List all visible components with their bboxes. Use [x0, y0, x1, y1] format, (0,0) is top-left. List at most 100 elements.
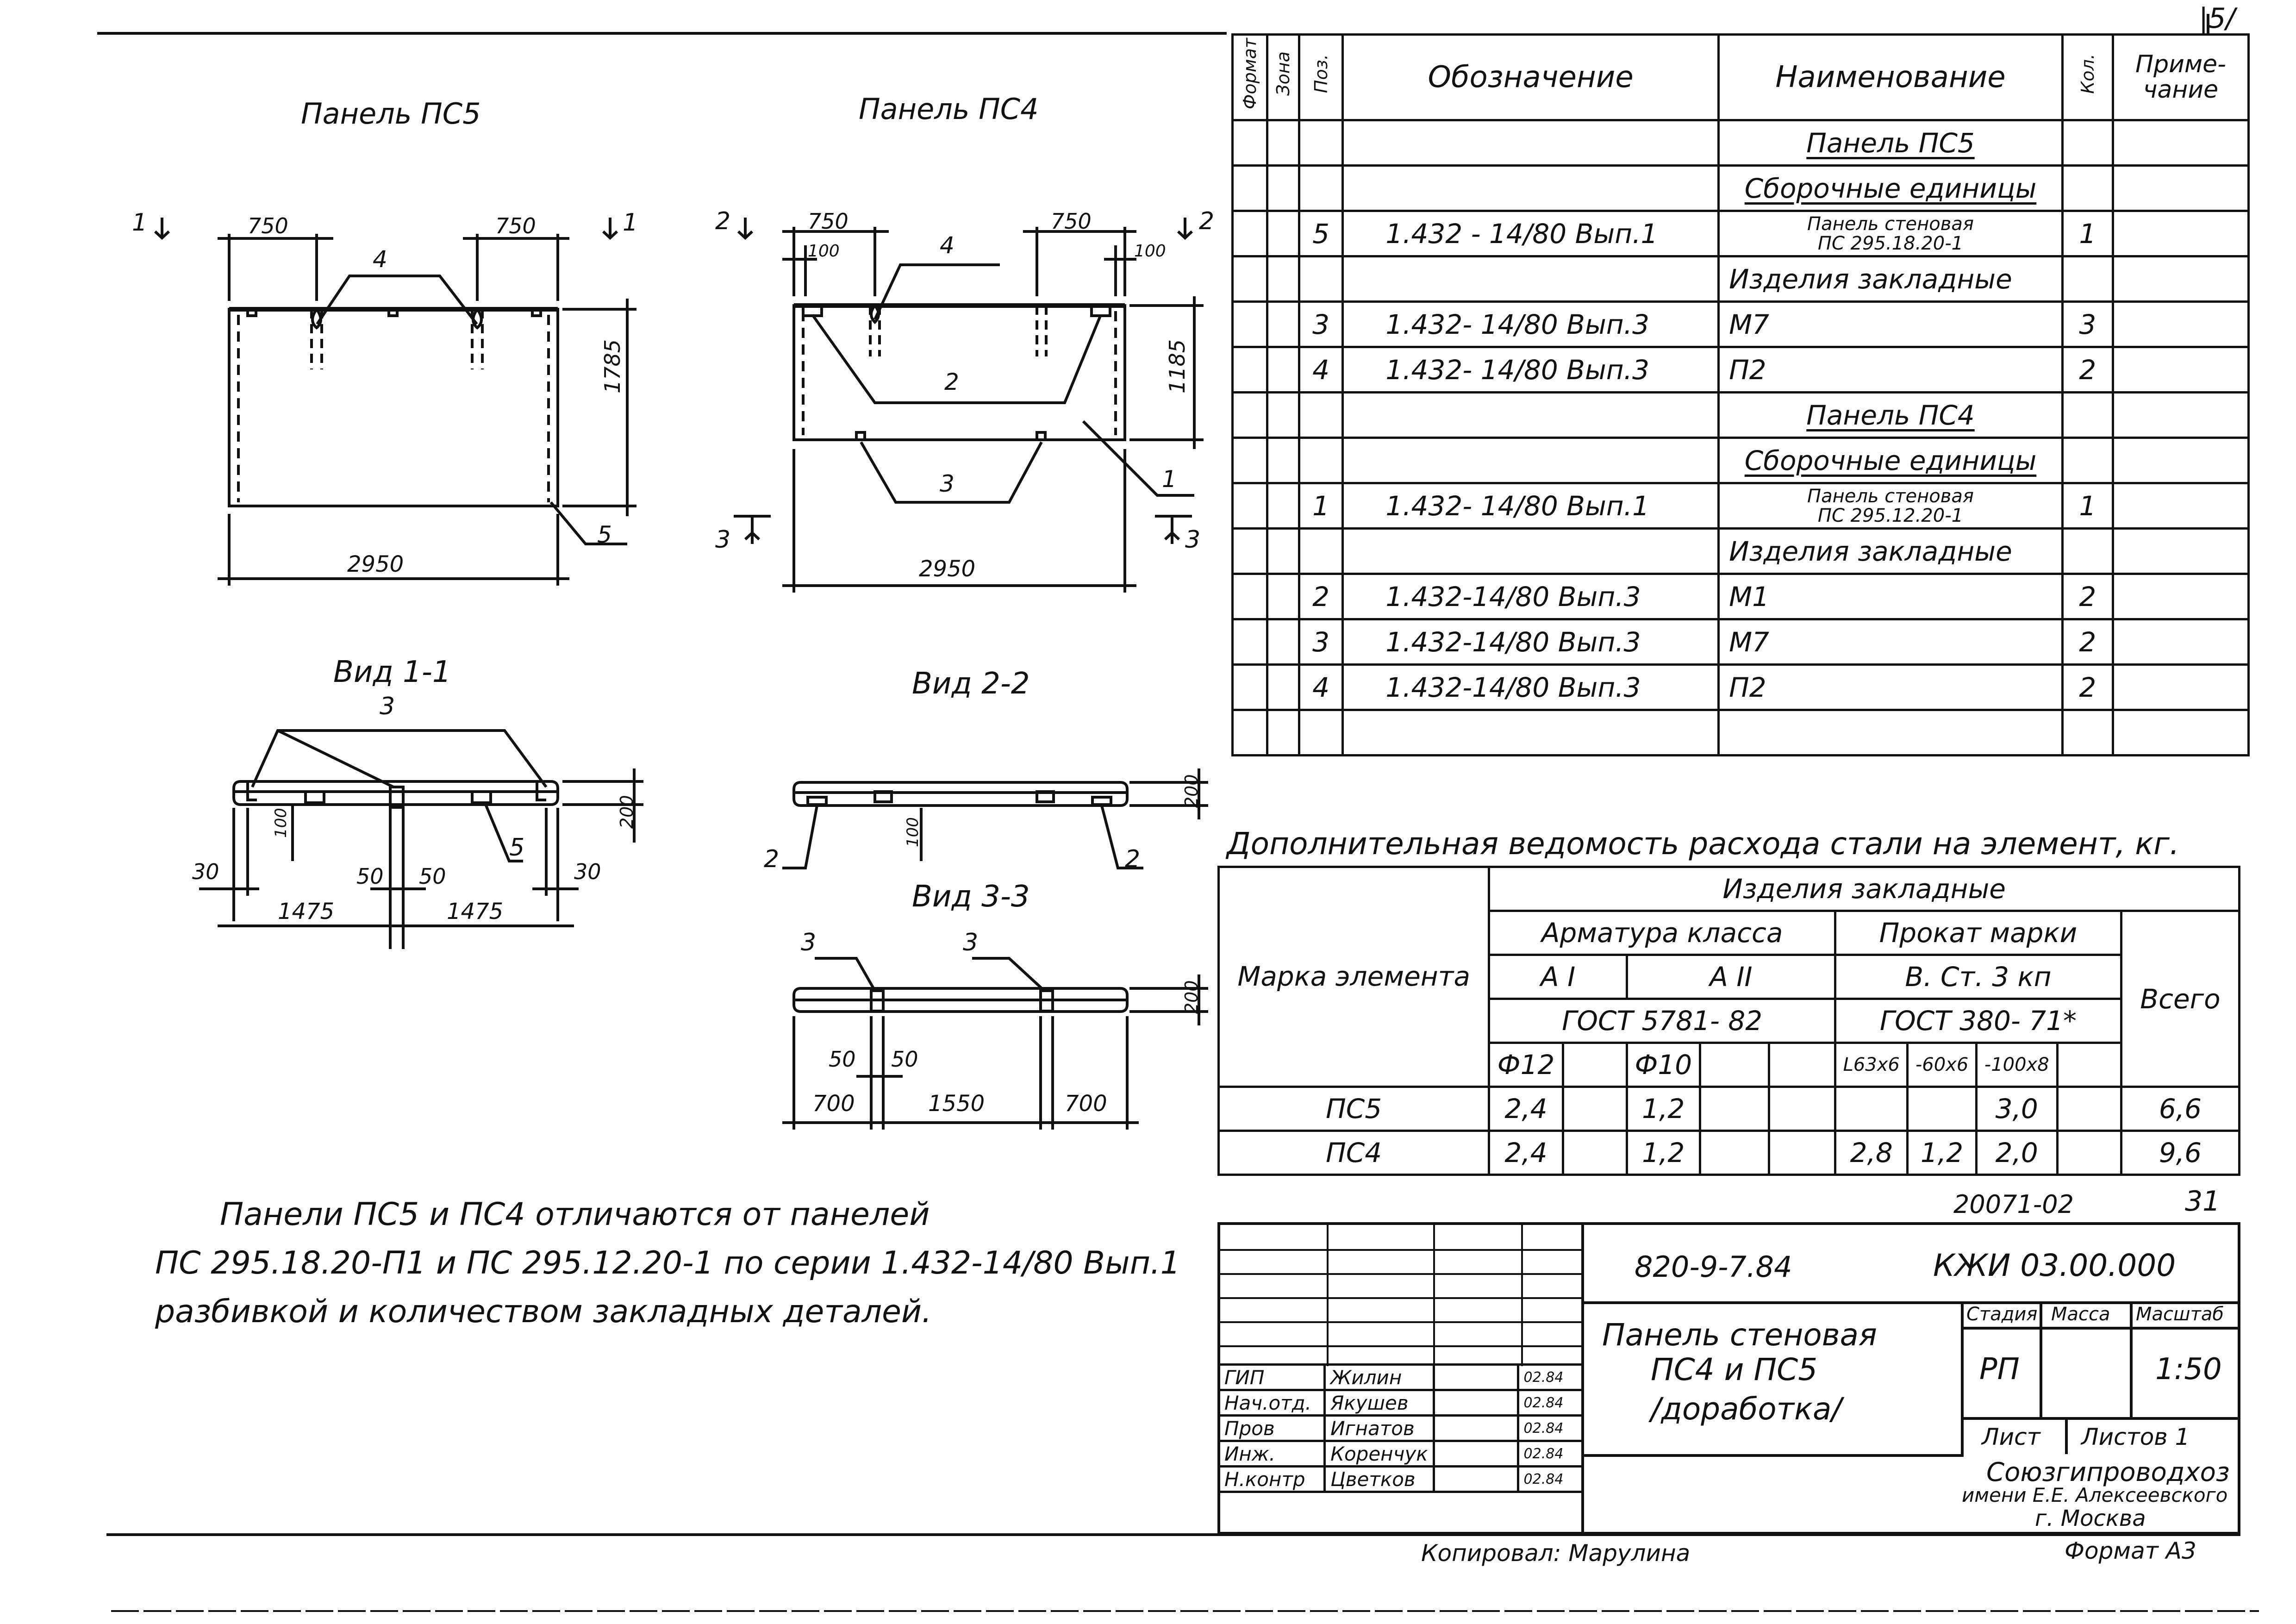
- view-3-3-dim-700-left: 700: [812, 1091, 855, 1117]
- spec-row: [1231, 709, 2250, 756]
- view-2-2-callout-left: 2: [764, 845, 780, 873]
- spec-name-text: Изделия закладные: [1729, 263, 2012, 295]
- steel-row-value: [2056, 1130, 2122, 1176]
- callout-ps4-4: 4: [940, 232, 955, 259]
- steel-diameter-cell: -100х8: [1975, 1042, 2059, 1088]
- signer-name: Жилин: [1323, 1363, 1435, 1391]
- spec-cell-zone: [1266, 164, 1300, 212]
- signer-name: Коренчук: [1323, 1440, 1435, 1468]
- steel-row-value: 1,2: [1625, 1086, 1701, 1132]
- stage-value: РП: [1979, 1352, 2020, 1387]
- spec-cell-note: [2111, 527, 2250, 575]
- spec-row: Изделия закладные: [1231, 255, 2250, 303]
- steel-grade: В. Ст. 3 кп: [1834, 954, 2122, 1000]
- spec-cell-zone: [1266, 709, 1300, 756]
- spec-cell-designation: [1341, 391, 1720, 439]
- signer-role: Нач.отд.: [1217, 1389, 1326, 1417]
- spec-cell-name: Изделия закладные: [1717, 527, 2064, 575]
- spec-cell-designation: 1.432-14/80 Вып.3: [1341, 618, 1720, 666]
- view-1-1-dim-50-right: 50: [419, 864, 446, 889]
- spec-cell-format: [1231, 255, 1268, 303]
- callout-ps4-2: 2: [944, 369, 959, 395]
- spec-cell-zone: [1266, 255, 1300, 303]
- signer-role: Н.контр: [1217, 1465, 1326, 1493]
- spec-cell-name: М7: [1717, 300, 2064, 348]
- dim-ps4-2950: 2950: [919, 556, 976, 582]
- steel-row-total: 6,6: [2120, 1086, 2241, 1132]
- steel-header-rebar: Арматура класса: [1488, 910, 1836, 956]
- view-1-1-dim-30-left: 30: [192, 859, 219, 884]
- callout-ps4-1: 1: [1162, 466, 1177, 493]
- view-1-1-dim-50-left: 50: [356, 864, 384, 889]
- spec-cell-name: Изделия закладные: [1717, 255, 2064, 303]
- signer-signature: [1432, 1440, 1519, 1468]
- panel-ps4-title: Панель ПС4: [859, 92, 1039, 126]
- spec-cell-pos: 1: [1298, 482, 1344, 530]
- spec-name-text: П2: [1729, 354, 1766, 386]
- dim-ps4-1185: 1185: [1165, 339, 1190, 394]
- spec-header-pos: Поз.: [1298, 33, 1344, 121]
- steel-header-group: Изделия закладные: [1488, 866, 2240, 912]
- spec-cell-qty: 2: [2061, 618, 2114, 666]
- spec-cell-note: [2111, 391, 2250, 439]
- spec-cell-format: [1231, 709, 1268, 756]
- spec-cell-pos: 5: [1298, 210, 1344, 257]
- spec-cell-note: [2111, 164, 2250, 212]
- spec-cell-designation: 1.432-14/80 Вып.3: [1341, 573, 1720, 620]
- title-block-title: Панель стеновая ПС4 и ПС5 /доработка/: [1581, 1301, 1964, 1457]
- spec-row: Изделия закладные: [1231, 527, 2250, 575]
- steel-header-rolled: Прокат марки: [1834, 910, 2122, 956]
- view-1-1-dim-1475-left: 1475: [278, 899, 335, 924]
- spec-cell-name: П2: [1717, 346, 2064, 394]
- steel-class-a1: А I: [1488, 954, 1628, 1000]
- spec-cell-pos: [1298, 164, 1344, 212]
- steel-diameter-cell: [2056, 1042, 2122, 1088]
- dim-ps5-750-left: 750: [248, 213, 288, 238]
- steel-row-value: 1,2: [1625, 1130, 1701, 1176]
- spec-row: Сборочные единицы: [1231, 437, 2250, 484]
- steel-diameter-cell: [1767, 1042, 1836, 1088]
- spec-cell-pos: 3: [1298, 300, 1344, 348]
- spec-cell-note: [2111, 482, 2250, 530]
- spec-cell-format: [1231, 663, 1268, 711]
- spec-cell-pos: [1298, 119, 1344, 167]
- spec-cell-designation: [1341, 255, 1720, 303]
- organization-line-2: имени Е.Е. Алексеевского: [1962, 1484, 2228, 1506]
- steel-row-value: 2,4: [1488, 1130, 1564, 1176]
- spec-cell-format: [1231, 391, 1268, 439]
- document-title-line-3: /доработка/: [1651, 1391, 1842, 1427]
- dim-ps4-100-left: 100: [808, 242, 840, 261]
- spec-cell-designation: [1341, 119, 1720, 167]
- spec-cell-qty: [2061, 255, 2114, 303]
- spec-cell-qty: [2061, 527, 2114, 575]
- spec-cell-zone: [1266, 119, 1300, 167]
- spec-cell-qty: 2: [2061, 573, 2114, 620]
- spec-cell-name: М1: [1717, 573, 2064, 620]
- series-code: 820-9-7.84: [1635, 1250, 1792, 1284]
- spec-cell-designation: 1.432 - 14/80 Вып.1: [1341, 210, 1720, 257]
- spec-cell-note: [2111, 255, 2250, 303]
- spec-cell-designation: 1.432- 14/80 Вып.1: [1341, 482, 1720, 530]
- signer-date: 02.84: [1516, 1363, 1585, 1391]
- section-marker-3-right: 3: [1185, 526, 1201, 554]
- view-2-2-title: Вид 2-2: [912, 667, 1030, 701]
- callout-ps4-3: 3: [940, 470, 955, 497]
- steel-row-value: [1698, 1130, 1770, 1176]
- steel-row-value: [1561, 1130, 1628, 1176]
- spec-cell-format: [1231, 346, 1268, 394]
- steel-diameter-cell: L63х6: [1834, 1042, 1909, 1088]
- spec-cell-designation: [1341, 164, 1720, 212]
- document-code: КЖИ 03.00.000: [1933, 1248, 2176, 1283]
